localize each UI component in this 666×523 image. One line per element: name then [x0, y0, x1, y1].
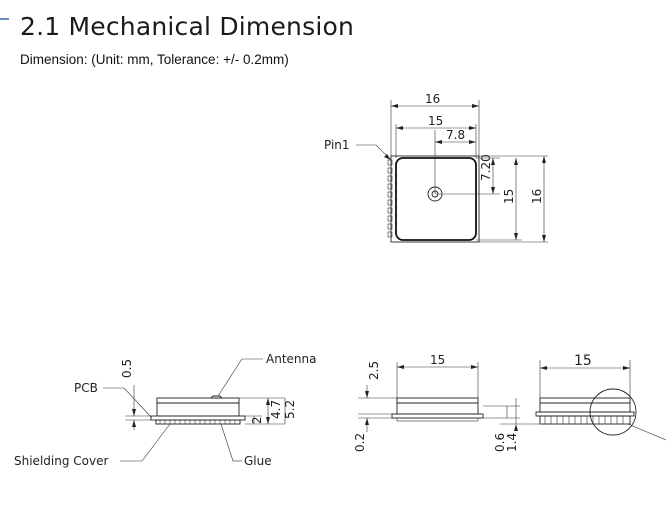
- side1-antenna-body: [156, 397, 240, 417]
- side2-dim-width: 15: [430, 353, 445, 367]
- section-heading: 2.1 Mechanical Dimension: [20, 12, 354, 41]
- top-view-pads: [387, 159, 393, 238]
- label-antenna: Antenna: [266, 352, 316, 366]
- side-view-1: 0.5 PCB Antenna Shielding Cover Glue 2 4…: [14, 352, 316, 468]
- label-shielding-cover: Shielding Cover: [14, 454, 108, 468]
- side3-dim-b: 1.4: [505, 433, 519, 452]
- side3-antenna-body: [539, 397, 631, 413]
- dim-module-height: 4.7: [269, 400, 283, 419]
- section-title: 2.1 Mechanical Dimension: [20, 12, 354, 41]
- pin1-label: Pin1: [324, 138, 350, 152]
- side2-dim-bottom: 0.2: [353, 433, 367, 452]
- dim-pcb-thickness: 0.5: [120, 359, 134, 378]
- side2-antenna-body: [396, 397, 479, 415]
- label-pcb: PCB: [74, 381, 98, 395]
- dim-center-x: 7.8: [446, 128, 465, 142]
- side-view-3: 15 0.6 1.4: [493, 353, 666, 452]
- dim-inner-height: 15: [502, 189, 516, 204]
- detail-circle: [589, 388, 637, 436]
- top-view: 16 15 7.8 7.20 15 16 Pin1: [324, 92, 548, 243]
- side3-pcb: [535, 411, 635, 417]
- heading-accent-bar: [0, 18, 9, 20]
- side1-shielding: [155, 419, 241, 425]
- label-glue: Glue: [244, 454, 272, 468]
- dim-center-y: 7.20: [479, 154, 493, 181]
- side2-pcb: [391, 413, 484, 419]
- side-view-2: 15 2.5 0.2: [353, 353, 520, 452]
- dim-outer-height: 16: [530, 189, 544, 204]
- top-view-antenna-patch: [395, 157, 477, 241]
- side3-shielding: [539, 415, 631, 425]
- side3-dim-a: 0.6: [493, 433, 507, 452]
- section-subtitle: Dimension: (Unit: mm, Tolerance: +/- 0.2…: [20, 52, 289, 67]
- side1-pcb: [150, 415, 246, 421]
- dim-outer-width: 16: [425, 92, 440, 106]
- side3-dim-width: 15: [574, 353, 592, 369]
- side2-dim-top: 2.5: [367, 361, 381, 380]
- dim-inner-width: 15: [428, 114, 443, 128]
- dim-total-height: 5.2: [283, 400, 297, 419]
- dim-cover-height: 2: [250, 416, 264, 424]
